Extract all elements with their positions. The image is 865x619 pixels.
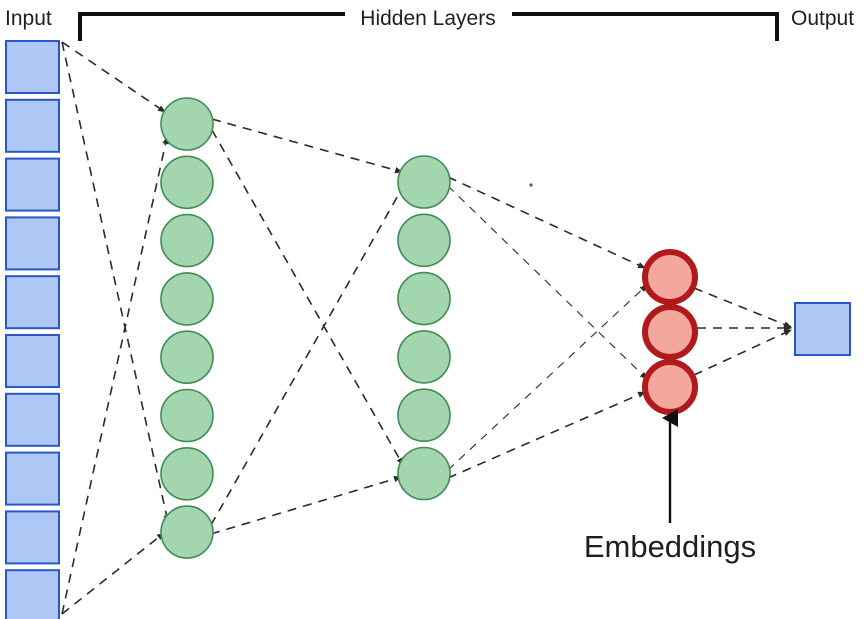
edge-emb-top-to-output bbox=[693, 287, 792, 328]
hidden-layer-1-node bbox=[160, 213, 214, 268]
edge-emb-bottom-to-output bbox=[693, 329, 792, 376]
embedding-layer-node bbox=[642, 304, 698, 360]
edge-h2-top-to-emb-bottom bbox=[447, 185, 648, 380]
hidden-layer-1-node bbox=[160, 155, 214, 210]
hidden-layer-2-node bbox=[397, 155, 451, 209]
input-layer-node bbox=[5, 510, 60, 565]
stray-dot-artifact bbox=[529, 183, 533, 187]
hidden-layer-1-node bbox=[160, 97, 214, 151]
bracket-right-stem bbox=[512, 12, 779, 41]
hidden-layer-2 bbox=[397, 155, 451, 501]
edge-h1-top-to-h2-top bbox=[211, 118, 403, 174]
output-layer bbox=[794, 302, 851, 356]
embeddings-label: Embeddings bbox=[584, 529, 756, 564]
edge-input-bottom-to-h1-top bbox=[61, 136, 169, 615]
hidden-layers-label: Hidden Layers bbox=[360, 7, 495, 30]
input-layer bbox=[5, 40, 60, 619]
edge-h2-bottom-to-emb-top bbox=[447, 284, 648, 471]
edges-group bbox=[61, 41, 792, 615]
edge-h1-bottom-to-h2-top bbox=[210, 184, 405, 526]
hidden-layer-1-node bbox=[160, 505, 214, 559]
hidden-layer-1-node bbox=[160, 388, 214, 443]
input-layer-node bbox=[5, 275, 60, 330]
bracket-left-stem bbox=[78, 12, 345, 41]
input-layer-node bbox=[5, 40, 60, 94]
edge-input-top-to-h1-bottom bbox=[61, 41, 170, 523]
edge-h2-bottom-to-emb-bottom bbox=[447, 391, 646, 479]
edge-h2-top-to-emb-top bbox=[447, 176, 646, 269]
hidden-layer-1 bbox=[160, 97, 214, 559]
input-layer-node bbox=[5, 392, 60, 447]
embedding-layer-node bbox=[642, 249, 698, 305]
edge-input-bottom-to-h1-bottom bbox=[61, 532, 165, 615]
input-layer-node bbox=[5, 569, 60, 619]
embedding-layer bbox=[642, 249, 698, 415]
hidden-layer-2-node bbox=[397, 271, 451, 326]
hidden-layer-2-node bbox=[397, 213, 451, 268]
input-layer-node bbox=[5, 157, 60, 212]
embedding-layer-node bbox=[642, 359, 698, 415]
hidden-layer-2-node bbox=[397, 330, 451, 384]
hidden-layer-2-node bbox=[397, 446, 451, 501]
input-layer-node bbox=[5, 98, 60, 153]
input-layer-node bbox=[5, 216, 60, 271]
hidden-layer-2-node bbox=[397, 388, 451, 443]
edge-input-top-to-h1-top bbox=[61, 41, 166, 113]
input-layer-node bbox=[5, 451, 60, 506]
edge-h1-top-to-h2-bottom bbox=[211, 129, 404, 466]
hidden-layer-1-node bbox=[160, 330, 214, 385]
hidden-layer-1-node bbox=[160, 272, 214, 326]
input-layer-node bbox=[5, 334, 60, 388]
bracket-group bbox=[78, 12, 779, 41]
output-label: Output bbox=[791, 7, 854, 30]
edge-h1-bottom-to-h2-bottom bbox=[210, 475, 402, 535]
input-label: Input bbox=[5, 7, 52, 30]
hidden-layer-1-node bbox=[160, 446, 214, 501]
output-layer-node bbox=[794, 302, 851, 356]
